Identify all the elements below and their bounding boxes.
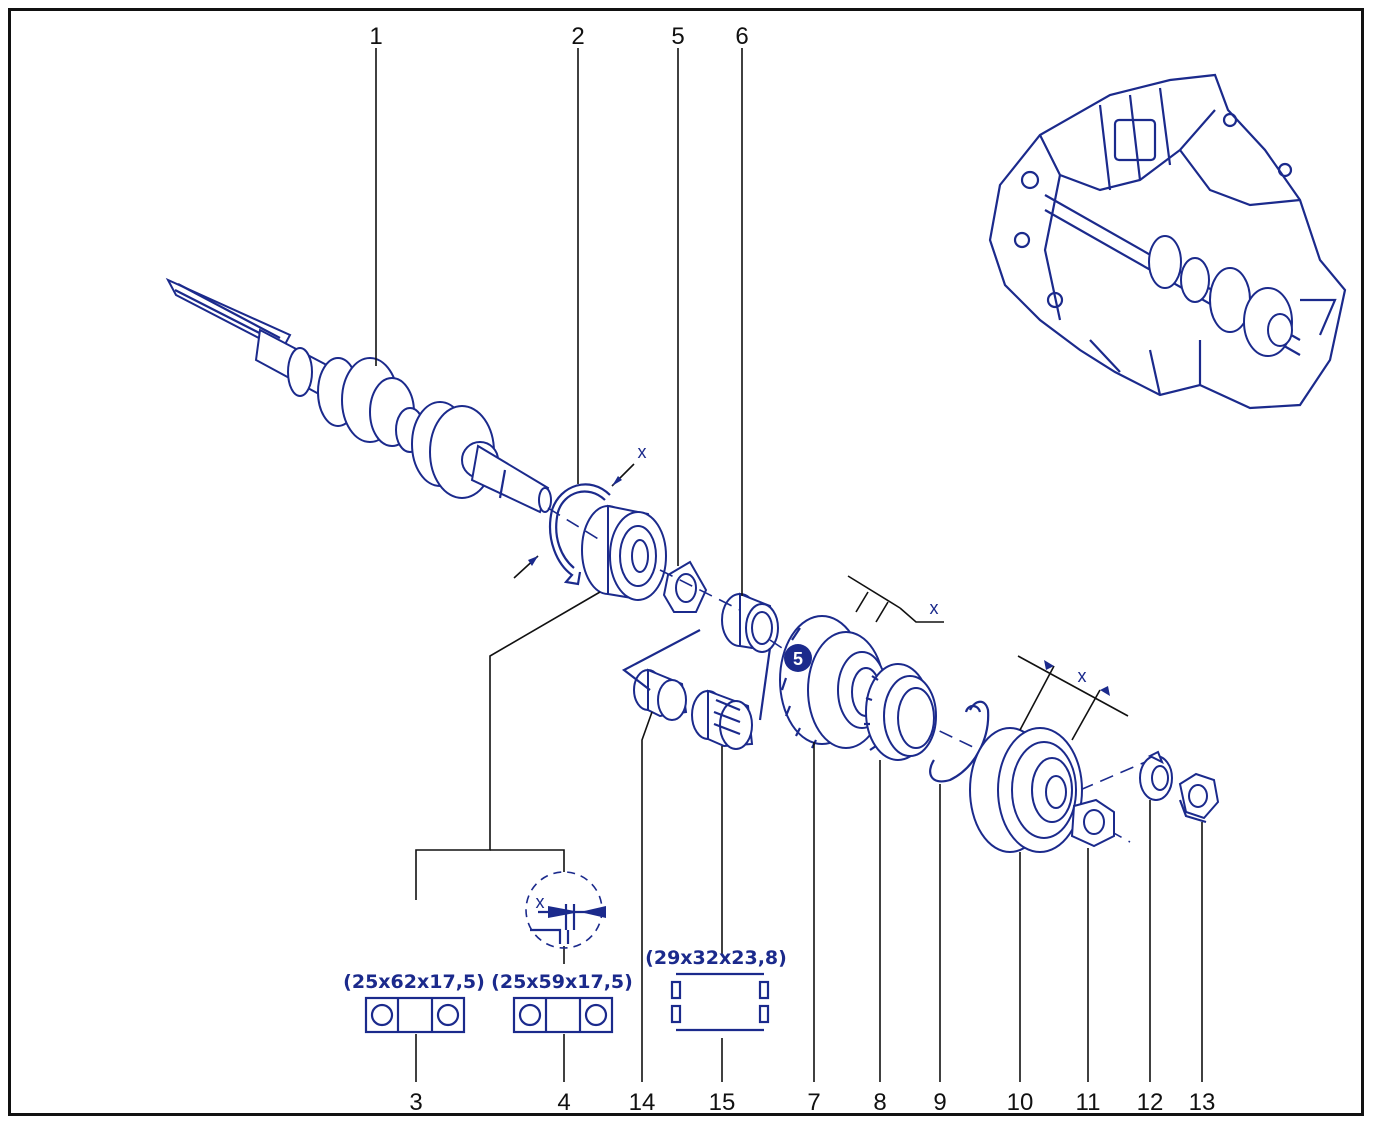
callout-13: 13 [1189, 1089, 1216, 1116]
callout-4: 4 [557, 1089, 570, 1116]
callout-1: 1 [369, 23, 382, 50]
gear-number-badge: 5 [793, 649, 803, 669]
leader-lines [375, 48, 1203, 1082]
callout-10: 10 [1007, 1089, 1034, 1116]
callout-9: 9 [933, 1089, 946, 1116]
callout-8: 8 [873, 1089, 886, 1116]
callout-14: 14 [629, 1089, 656, 1116]
gearbox-housing-inset [988, 73, 1347, 410]
spacer-sleeve [633, 668, 688, 721]
callout-11: 11 [1076, 1089, 1101, 1116]
clearance-label: x [930, 598, 939, 618]
callout-15: 15 [709, 1089, 736, 1116]
bearing-3-dimensions: (25x62x17,5) [343, 971, 485, 993]
synchronizer-hub [969, 727, 1083, 853]
callout-2: 2 [571, 23, 584, 50]
lock-washer [1139, 750, 1173, 801]
bearing-detail-circle: x [525, 871, 606, 949]
clearance-label: x [1078, 666, 1087, 686]
ball-bearing [581, 504, 667, 601]
callout-5: 5 [671, 23, 684, 50]
callout-numbers: 1 2 5 6 3 4 14 15 7 8 9 10 11 12 13 [369, 23, 1215, 1116]
clearance-marker-hub: x [1017, 655, 1129, 741]
needle-roller-bearing [691, 689, 754, 750]
needle-bearing-symbol-15: (29x32x23,8) [645, 947, 787, 1032]
bearing-4-dimensions: (25x59x17,5) [491, 971, 633, 993]
diagram-frame [8, 8, 1364, 1116]
castle-nut [1070, 798, 1115, 848]
clearance-marker-gear: x [847, 575, 944, 623]
callout-6: 6 [735, 23, 748, 50]
needle-bearing-dimensions: (29x32x23,8) [645, 947, 787, 969]
hex-nut [1178, 772, 1220, 824]
thrust-washer [662, 560, 708, 613]
bearing-sleeve [721, 592, 779, 653]
clearance-label: x [638, 442, 647, 462]
callout-3: 3 [409, 1089, 422, 1116]
callout-7: 7 [807, 1089, 820, 1116]
bearing-symbol-4: (25x59x17,5) [491, 971, 633, 1034]
bearing-symbol-3: (25x62x17,5) [343, 971, 485, 1034]
clearance-label: x [536, 892, 545, 912]
synchronizer-ring [864, 663, 937, 761]
clearance-marker-bearing: x [513, 442, 647, 579]
callout-12: 12 [1137, 1089, 1164, 1116]
main-shaft [165, 277, 552, 514]
